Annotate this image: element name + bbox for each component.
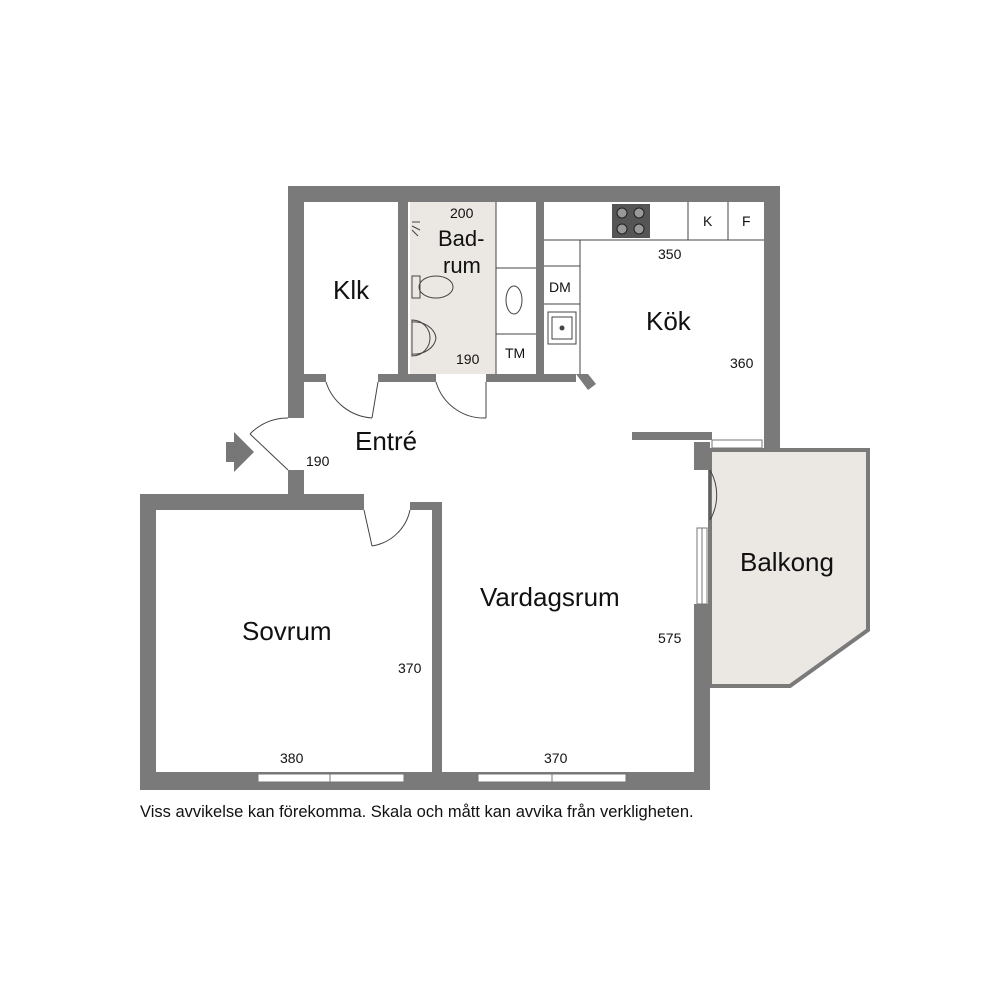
dimension-label: 190 <box>456 351 480 367</box>
dimension-label: 190 <box>306 453 330 469</box>
room-label-sovrum: Sovrum <box>242 616 332 646</box>
fixture-label-dm: DM <box>549 279 571 295</box>
dimension-label: 370 <box>398 660 422 676</box>
kitchen-counter <box>544 202 764 374</box>
room-label-entre: Entré <box>355 426 417 456</box>
dimension-label: 370 <box>544 750 568 766</box>
room-label-vardagsrum: Vardagsrum <box>480 582 620 612</box>
dimension-label: 350 <box>658 246 682 262</box>
disclaimer-text: Viss avvikelse kan förekomma. Skala och … <box>140 803 694 821</box>
fixture-label-tm: TM <box>505 345 525 361</box>
windows <box>257 439 763 783</box>
stove-icon <box>612 204 650 238</box>
dimension-label: 200 <box>450 205 474 221</box>
room-label-kok: Kök <box>646 306 692 336</box>
room-label-badrum-2: rum <box>443 253 481 278</box>
fixture-label-f: F <box>742 213 751 229</box>
dimension-label: 575 <box>658 630 682 646</box>
bathroom-fixtures <box>411 202 536 374</box>
kitchen-sink-icon <box>547 311 577 345</box>
dimension-label: 360 <box>730 355 754 371</box>
doors <box>249 381 718 547</box>
fixture-label-k: K <box>703 213 713 229</box>
room-label-badrum-1: Bad- <box>438 226 484 251</box>
entry-arrow-icon <box>226 432 254 472</box>
room-label-balkong: Balkong <box>740 547 834 577</box>
room-label-klk: Klk <box>333 275 370 305</box>
dimension-label: 380 <box>280 750 304 766</box>
